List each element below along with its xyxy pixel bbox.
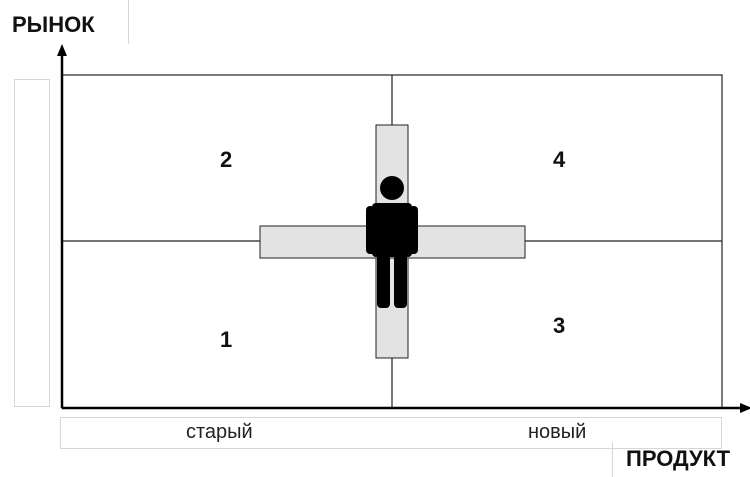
quadrant-4-label: 4 [553,147,566,172]
y-axis-title: РЫНОК [12,12,95,37]
title-divider-top [128,0,130,44]
quadrant-1-label: 1 [220,327,232,352]
quadrant-3-label: 3 [553,313,565,338]
left-side-panel [14,79,50,407]
x-axis-title: ПРОДУКТ [626,446,731,471]
x-axis-old-label: старый [186,421,253,443]
quadrant-2-label: 2 [220,147,232,172]
x-axis-arrow [740,403,750,413]
x-axis-label-panel [60,417,722,449]
x-axis-new-label: новый [528,421,587,443]
person-icon [366,176,418,308]
y-axis-arrow [57,44,67,56]
title-divider-bottom [612,442,614,477]
